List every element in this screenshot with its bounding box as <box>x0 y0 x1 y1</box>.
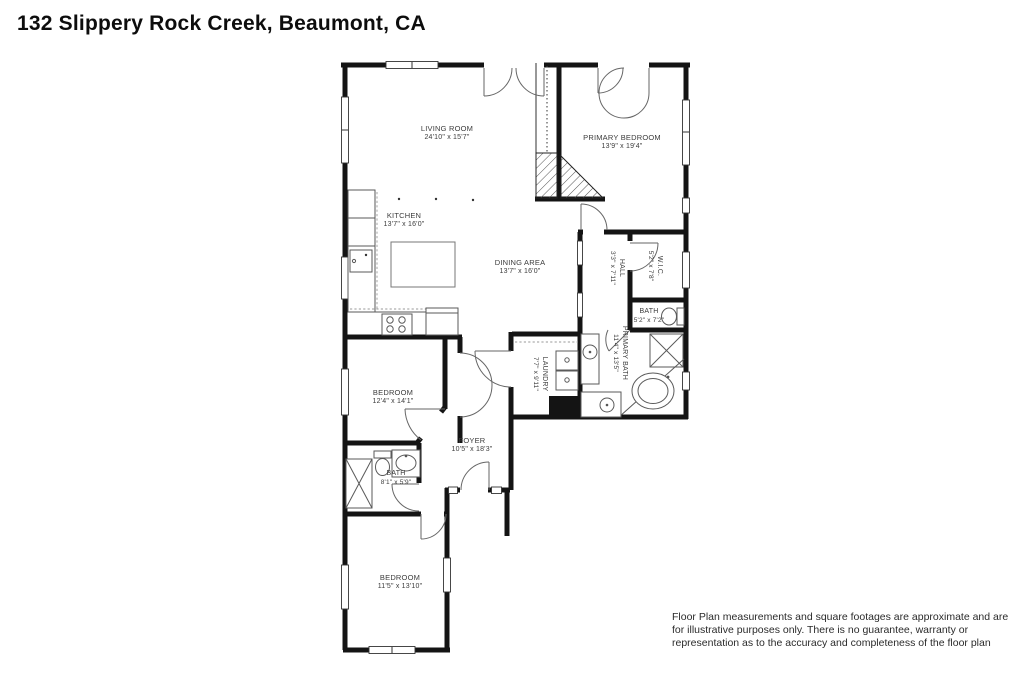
room-label-living-room: LIVING ROOM 24'10" x 15'7" <box>420 124 474 141</box>
room-label-bath-lower: BATH 8'1" x 5'9" <box>380 470 412 486</box>
room-label-foyer: FOYER 10'5" x 18'3" <box>451 436 493 453</box>
room-label-kitchen: KITCHEN 13'7" x 16'0" <box>383 211 425 228</box>
laundry-fixtures <box>515 341 580 416</box>
doors <box>391 67 659 540</box>
windows <box>341 61 690 654</box>
page-title: 132 Slippery Rock Creek, Beaumont, CA <box>17 12 426 35</box>
room-label-bedroom-1: BEDROOM 12'4" x 14'1" <box>372 388 414 405</box>
room-label-primary-bath: PRIMARY BATH 11'4" x 13'5" <box>612 325 628 381</box>
wall-openings <box>416 62 649 517</box>
room-label-bath-upper: BATH 5'2" x 7'2" <box>633 308 665 324</box>
room-label-primary-bedroom: PRIMARY BEDROOM 13'9" x 19'4" <box>583 133 661 150</box>
primary-bath-fixtures <box>580 333 685 418</box>
walls <box>341 62 690 653</box>
room-label-bedroom-2: BEDROOM 11'5" x 13'10" <box>377 573 423 590</box>
lower-bath-fixtures <box>345 449 421 509</box>
room-label-laundry: LAUNDRY 7'7" x 9'11" <box>532 356 548 392</box>
room-label-hall: HALL 3'3" x 7'11" <box>609 251 625 285</box>
disclaimer-text: Floor Plan measurements and square foota… <box>672 611 1009 649</box>
staircase <box>535 63 605 199</box>
room-label-dining-area: DINING AREA 13'7" x 16'0" <box>494 258 546 275</box>
room-label-wic: W.I.C. 5'2" x 7'8" <box>647 250 663 282</box>
upper-bath-fixtures <box>661 307 685 326</box>
kitchen-fixtures <box>347 189 475 336</box>
